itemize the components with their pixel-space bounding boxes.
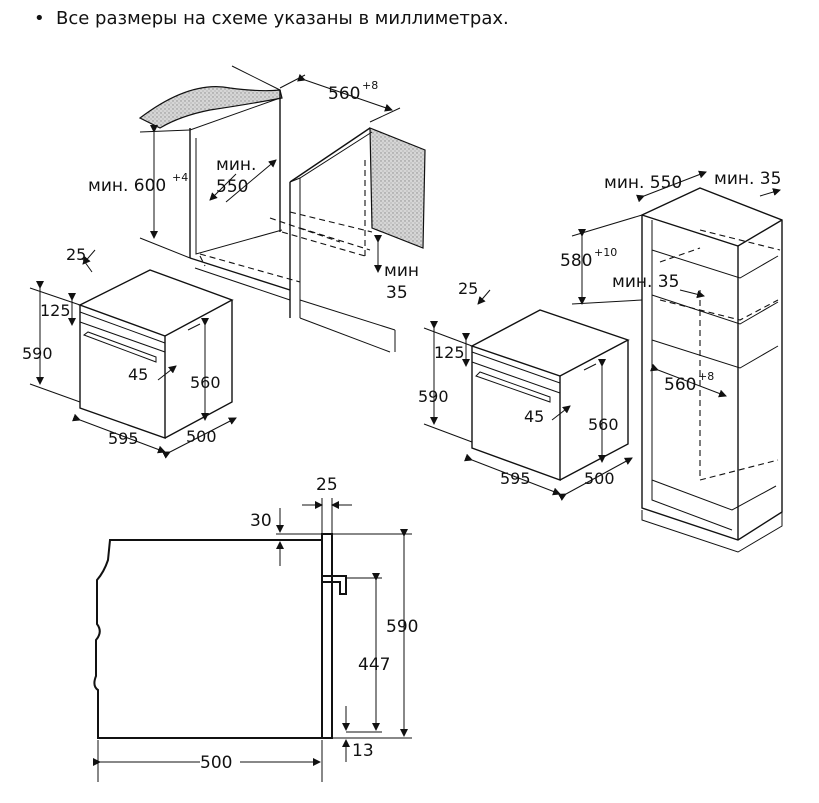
- niche-height-tol: +4: [172, 171, 188, 184]
- side-depth-label: 500: [200, 753, 232, 773]
- oven2-inner-label: 560: [588, 415, 619, 434]
- side-front-label: 25: [316, 475, 338, 495]
- niche-diagram-1: 560 +8 мин. 600 +4 мин. 550 мин 35 25 12…: [22, 65, 426, 459]
- cab-width-tol: +8: [698, 370, 714, 383]
- oven2-panel-label: 125: [434, 343, 465, 362]
- niche-width-label: 560: [328, 84, 360, 104]
- oven1-width-label: 595: [108, 429, 139, 448]
- cab-height-tol: +10: [594, 246, 617, 259]
- oven1-panel-label: 125: [40, 301, 71, 320]
- oven1-handle-label: 45: [128, 365, 148, 384]
- oven2-handle-label: 45: [524, 407, 544, 426]
- niche-depth-label2: 550: [216, 177, 248, 197]
- niche-diagram-2: мин. 550 мин. 35 580 +10 мин. 35 560 +8 …: [418, 169, 783, 553]
- cab-width-label: 560: [664, 375, 696, 395]
- side-view-diagram: 25 30 590 447 13 500: [93, 475, 418, 782]
- oven1-height-label: 590: [22, 344, 53, 363]
- cab-depth-label: мин. 550: [604, 173, 682, 193]
- oven2-top-label: 25: [458, 279, 478, 298]
- note-text: Все размеры на схеме указаны в миллиметр…: [56, 8, 509, 29]
- oven1-inner-label: 560: [190, 373, 221, 392]
- cab-height-label: 580: [560, 251, 592, 271]
- side-top-label: 30: [250, 511, 272, 531]
- oven2-width-label: 595: [500, 469, 531, 488]
- oven1-top-label: 25: [66, 245, 86, 264]
- niche-depth-label1: мин.: [216, 155, 256, 175]
- side-height-label: 590: [386, 617, 418, 637]
- bullet-icon: •: [34, 8, 45, 29]
- niche-gap-label1: мин: [384, 261, 419, 281]
- dimensions-note: • Все размеры на схеме указаны в миллимет…: [34, 8, 509, 29]
- side-inner-label: 447: [358, 655, 390, 675]
- niche-height-label: мин. 600: [88, 176, 166, 196]
- oven2-height-label: 590: [418, 387, 449, 406]
- oven2-depth-label: 500: [584, 469, 615, 488]
- niche-width-tol: +8: [362, 79, 378, 92]
- cab-gap-label: мин. 35: [612, 272, 679, 292]
- oven1-depth-label: 500: [186, 427, 217, 446]
- cab-side-label: мин. 35: [714, 169, 781, 189]
- niche-gap-label2: 35: [386, 283, 408, 303]
- side-bottom-label: 13: [352, 741, 374, 761]
